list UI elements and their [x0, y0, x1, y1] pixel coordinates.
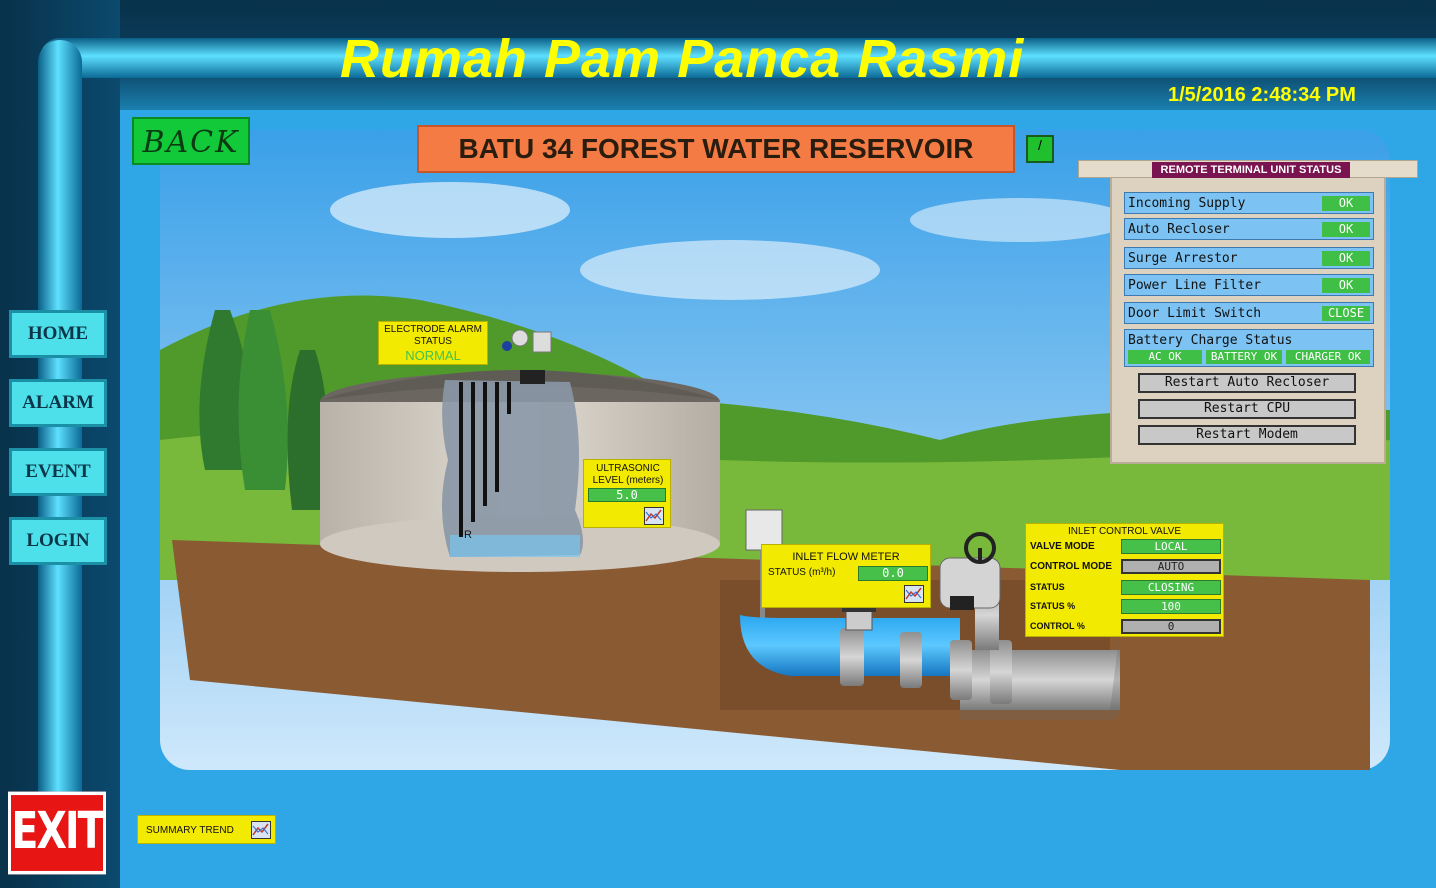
- rtu-row-label: Incoming Supply: [1128, 196, 1246, 211]
- rtu-title: REMOTE TERMINAL UNIT STATUS: [1152, 162, 1350, 178]
- rtu-row-label: Door Limit Switch: [1128, 306, 1262, 321]
- valve-row-label: CONTROL MODE: [1030, 561, 1113, 572]
- exit-button[interactable]: EXIT: [8, 791, 106, 875]
- rtu-row-surge-arrestor: Surge Arrestor OK: [1124, 247, 1374, 269]
- electrode-probe-label: R: [464, 529, 472, 541]
- valve-row-label: STATUS: [1030, 582, 1065, 592]
- status-badge: CLOSE: [1322, 306, 1370, 321]
- status-badge: OK: [1322, 196, 1370, 211]
- status-badge: OK: [1322, 251, 1370, 266]
- ultrasonic-value: 5.0: [588, 488, 666, 502]
- valve-row-label: VALVE MODE: [1030, 541, 1095, 552]
- trend-chart-icon[interactable]: [904, 585, 924, 603]
- valve-row-label: STATUS %: [1030, 601, 1076, 611]
- valve-mode-value: LOCAL: [1121, 539, 1221, 554]
- flow-meter-value: 0.0: [858, 566, 928, 581]
- rtu-row-power-line-filter: Power Line Filter OK: [1124, 274, 1374, 296]
- flow-meter-title: INLET FLOW METER: [792, 551, 900, 563]
- ultrasonic-level-panel: ULTRASONIC LEVEL (meters) 5.0: [583, 459, 671, 528]
- rtu-row-door-limit-switch: Door Limit Switch CLOSE: [1124, 302, 1374, 324]
- rtu-row-label: Surge Arrestor: [1128, 251, 1238, 266]
- restart-auto-recloser-button[interactable]: Restart Auto Recloser: [1138, 373, 1356, 393]
- valve-status-percent-value: 100: [1121, 599, 1221, 614]
- app-title: Rumah Pam Panca Rasmi: [340, 29, 1025, 89]
- nav-home-button[interactable]: HOME: [9, 310, 107, 358]
- valve-status-value: CLOSING: [1121, 580, 1221, 595]
- nav-alarm-button[interactable]: ALARM: [9, 379, 107, 427]
- ultrasonic-title: ULTRASONIC LEVEL (meters): [592, 463, 664, 486]
- control-percent-input[interactable]: 0: [1121, 619, 1221, 634]
- valve-row-label: CONTROL %: [1030, 621, 1085, 631]
- clock-datetime: 1/5/2016 2:48:34 PM: [1168, 84, 1356, 106]
- site-title: BATU 34 FOREST WATER RESERVOIR: [417, 125, 1015, 173]
- rtu-row-incoming-supply: Incoming Supply OK: [1124, 192, 1374, 214]
- toggle-button[interactable]: /: [1026, 135, 1054, 163]
- control-mode-value: AUTO: [1121, 559, 1221, 574]
- electrode-alarm-status: NORMAL: [405, 348, 461, 363]
- status-badge: OK: [1322, 222, 1370, 237]
- status-badge: OK: [1322, 278, 1370, 293]
- valve-title: INLET CONTROL VALVE: [1068, 526, 1181, 537]
- restart-modem-button[interactable]: Restart Modem: [1138, 425, 1356, 445]
- summary-trend-panel: SUMMARY TREND: [137, 815, 276, 844]
- nav-event-button[interactable]: EVENT: [9, 448, 107, 496]
- electrode-alarm-title: ELECTRODE ALARM STATUS: [384, 324, 482, 347]
- status-badge: BATTERY OK: [1206, 350, 1282, 364]
- rtu-row-label: Auto Recloser: [1128, 222, 1230, 237]
- decorative-pipe-vertical: [38, 40, 82, 820]
- rtu-row-battery-charge: Battery Charge Status AC OK BATTERY OK C…: [1124, 329, 1374, 367]
- rtu-status-panel: REMOTE TERMINAL UNIT STATUS Incoming Sup…: [1078, 160, 1418, 465]
- status-badge: AC OK: [1128, 350, 1202, 364]
- summary-trend-label: SUMMARY TREND: [146, 825, 234, 836]
- rtu-row-label: Power Line Filter: [1128, 278, 1262, 293]
- inlet-flow-meter-panel: INLET FLOW METER STATUS (m³/h) 0.0: [761, 544, 931, 608]
- flow-meter-status-label: STATUS (m³/h): [768, 567, 836, 578]
- inlet-control-valve-panel: INLET CONTROL VALVE VALVE MODE LOCAL CON…: [1025, 523, 1224, 637]
- trend-chart-icon[interactable]: [251, 821, 271, 839]
- rtu-row-label: Battery Charge Status: [1128, 333, 1293, 348]
- status-badge: CHARGER OK: [1286, 350, 1370, 364]
- nav-login-button[interactable]: LOGIN: [9, 517, 107, 565]
- trend-chart-icon[interactable]: [644, 507, 664, 525]
- decorative-pipe-horizontal: [40, 38, 1436, 78]
- electrode-alarm-panel: ELECTRODE ALARM STATUS NORMAL: [378, 321, 488, 365]
- restart-cpu-button[interactable]: Restart CPU: [1138, 399, 1356, 419]
- back-button[interactable]: BACK: [132, 117, 250, 165]
- rtu-row-auto-recloser: Auto Recloser OK: [1124, 218, 1374, 240]
